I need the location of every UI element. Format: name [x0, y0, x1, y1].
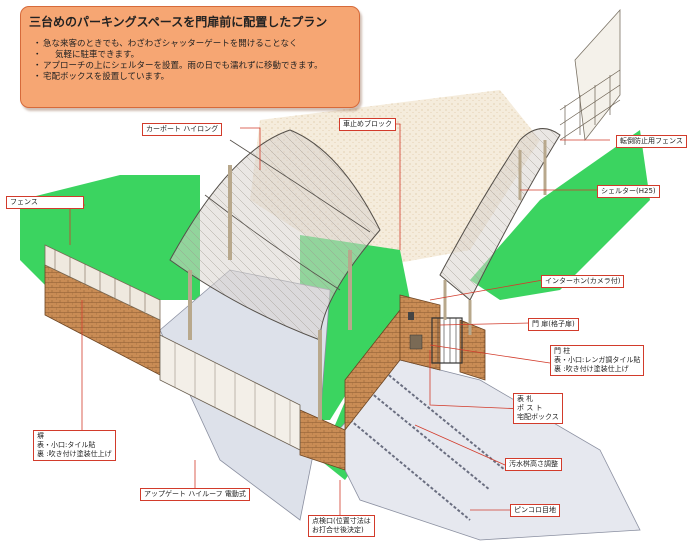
gate-lattice-bars: [437, 318, 457, 363]
callout-gate-pillar-line: 裏 :吹き付け塗装仕上げ: [554, 365, 629, 373]
callout-pinkoro: ピンコロ目地: [510, 504, 560, 517]
callout-fence-label: フェンス: [10, 198, 38, 206]
callout-inspection-line: 点検口(位置寸法は: [312, 517, 371, 525]
callout-mail-items-line: 宅配ボックス: [517, 413, 559, 421]
callout-fence: フェンス: [6, 196, 84, 209]
upgate-slats: [174, 342, 291, 445]
carport-posts: [188, 165, 352, 420]
lawn-right: [470, 130, 650, 300]
fence-left-slats: [54, 250, 146, 312]
callout-drain-adjust: 汚水桝高さ調整: [505, 458, 562, 471]
callout-intercom: インターホン(カメラ付): [541, 275, 625, 288]
carport-roof: [169, 129, 381, 341]
callout-gate-pillar-line: 表・小口:レンガ調タイル貼: [554, 356, 641, 364]
callout-wall-line: 塀: [37, 432, 44, 440]
intercom-device: [408, 312, 414, 320]
callout-drain-adjust-label: 汚水桝高さ調整: [509, 460, 558, 468]
house-wall: [574, 8, 621, 142]
fence-left: [44, 244, 161, 321]
callout-gate-pillar: 門 柱 表・小口:レンガ調タイル貼 裏 :吹き付け塗装仕上げ: [550, 345, 645, 376]
gate-pillar: [399, 294, 441, 371]
callout-gate-label: 門 扉(格子扉): [532, 320, 575, 328]
page-title: 三台めのパーキングスペースを門扉前に配置したプラン: [29, 15, 328, 29]
leader-lines: [69, 123, 610, 517]
callout-upgate-label: アップゲート ハイルーフ 電動式: [144, 490, 246, 498]
callout-wall: 塀 表・小口:タイル貼 裏 :吹き付け塗装仕上げ: [33, 430, 116, 461]
callout-car-stop: 車止めブロック: [339, 118, 396, 131]
gate-lattice: [431, 317, 463, 364]
right-fence: [559, 69, 621, 145]
callout-pinkoro-label: ピンコロ目地: [514, 506, 556, 514]
callout-wall-line: 表・小口:タイル貼: [37, 441, 96, 449]
callout-wall-line: 裏 :吹き付け塗装仕上げ: [37, 450, 112, 458]
shelter-roof: [439, 128, 561, 301]
feature-item: アプローチの上にシェルターを設置。雨の日でも濡れずに移動できます。: [33, 61, 323, 72]
callout-anti-fall-fence: 転倒防止用フェンス: [616, 135, 687, 148]
callout-anti-fall-fence-label: 転倒防止用フェンス: [620, 137, 683, 145]
callout-intercom-label: インターホン(カメラ付): [545, 277, 621, 285]
callout-inspection: 点検口(位置寸法は お打合せ後決定): [308, 515, 375, 537]
callout-gate: 門 扉(格子扉): [528, 318, 579, 331]
callout-upgate: アップゲート ハイルーフ 電動式: [140, 488, 250, 501]
title-panel: 三台めのパーキングスペースを門扉前に配置したプラン 急な来客のときでも、わざわざ…: [20, 6, 360, 108]
callout-carport-label: カーポート ハイロング: [146, 125, 219, 133]
carport-roof-frame: [204, 139, 371, 291]
feature-item: 急な来客のときでも、わざわざシャッターゲートを開けることなく: [33, 39, 323, 50]
callout-mail-items-line: 表 札: [517, 395, 534, 403]
feature-item: 宅配ボックスを設置しています。: [33, 72, 323, 83]
callout-mail-items: 表 札 ポ ス ト 宅配ボックス: [513, 393, 563, 424]
feature-list: 急な来客のときでも、わざわざシャッターゲートを開けることなく 気軽に駐車できます…: [33, 39, 323, 83]
feature-item: 気軽に駐車できます。: [33, 50, 323, 61]
callout-shelter: シェルター(H25): [597, 185, 660, 198]
shelter-posts: [443, 140, 547, 335]
mailbox: [409, 334, 423, 350]
pinkoro-joint: [349, 371, 506, 521]
callout-carport: カーポート ハイロング: [142, 123, 223, 136]
gate-pillar-right: [459, 319, 486, 381]
callout-inspection-line: お打合せ後決定): [312, 526, 364, 534]
callout-shelter-label: シェルター(H25): [601, 187, 656, 195]
callout-mail-items-line: ポ ス ト: [517, 404, 543, 412]
callout-gate-pillar-line: 門 柱: [554, 347, 571, 355]
callout-car-stop-label: 車止めブロック: [343, 120, 392, 128]
